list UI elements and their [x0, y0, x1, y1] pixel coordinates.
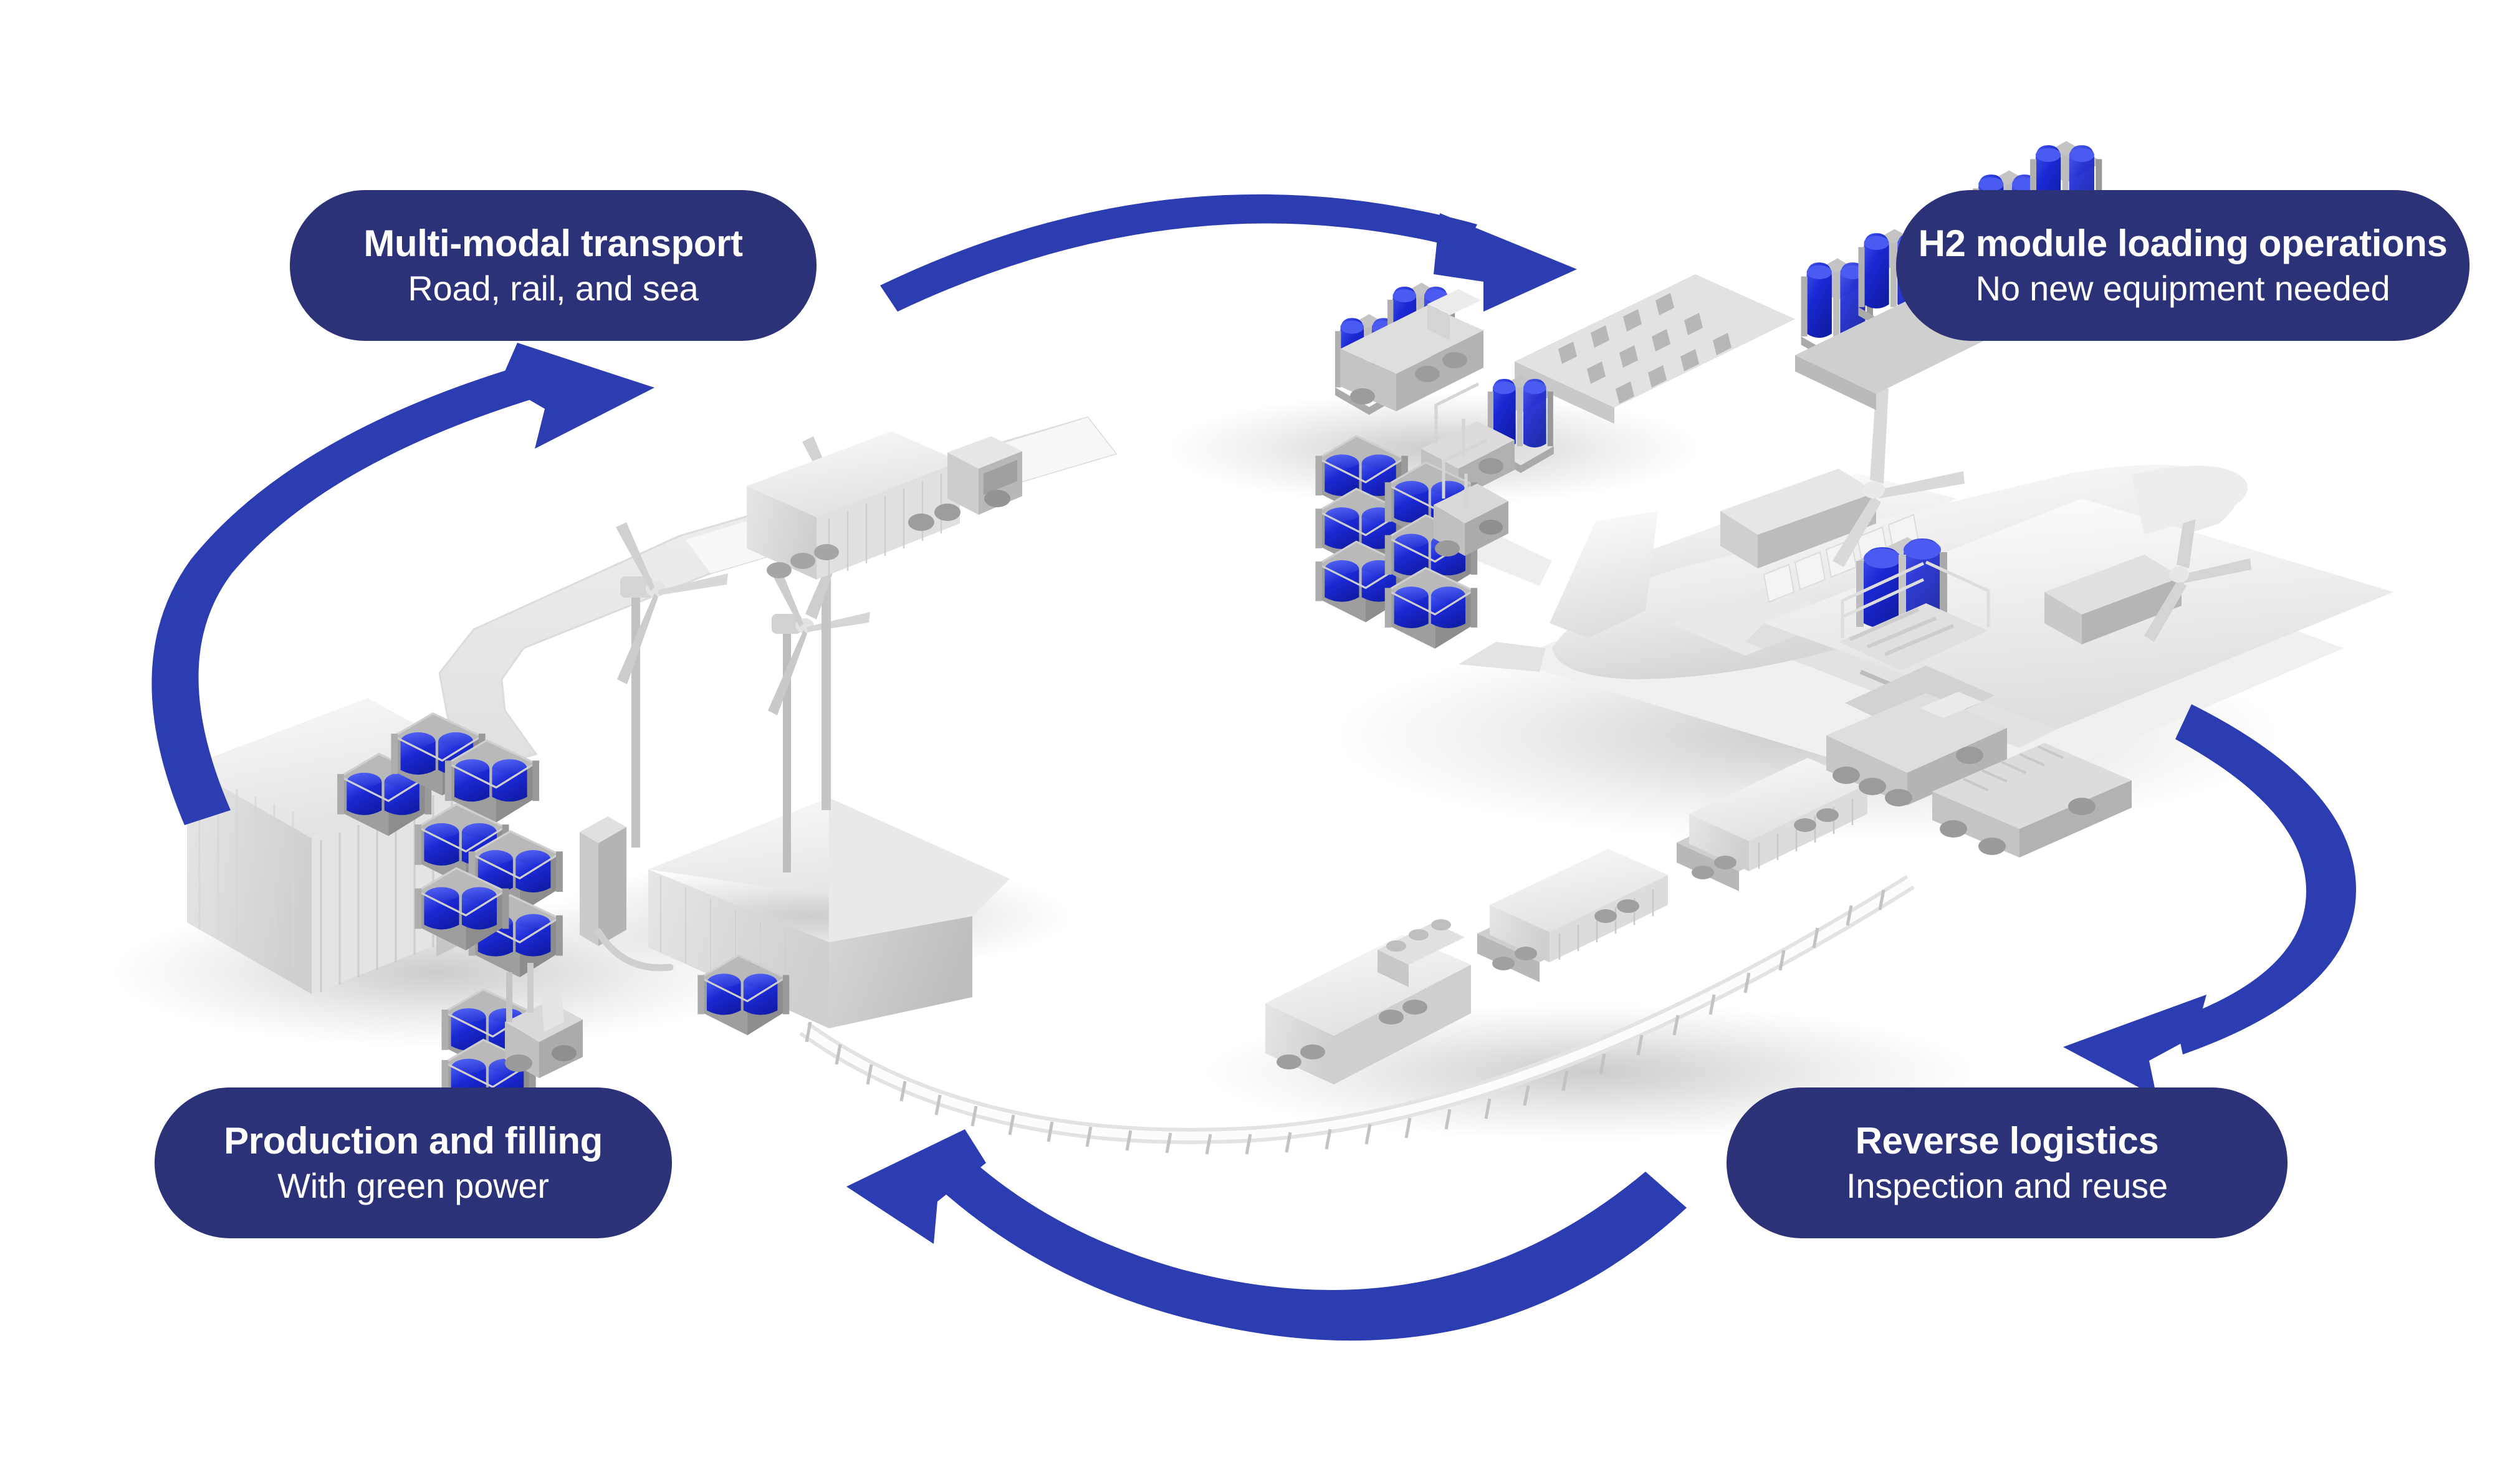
label-reverse-logistics[interactable]: Reverse logistics Inspection and reuse: [1727, 1087, 2288, 1238]
dolly-platform: [1515, 274, 1795, 424]
label-title: Production and filling: [224, 1120, 603, 1162]
label-h2-module-loading-operations[interactable]: H2 module loading operations No new equi…: [1896, 190, 2470, 341]
flatcar-1: [1477, 849, 1668, 982]
apron-truck-modules: [1335, 282, 1483, 415]
label-subtitle: No new equipment needed: [1975, 269, 2390, 308]
engine-nacelle-left: [1720, 386, 1965, 568]
engine-nacelle-right: [2044, 492, 2251, 644]
arrow-production-to-transport: [151, 343, 654, 825]
electrolyzer: [580, 816, 674, 972]
label-subtitle: Road, rail, and sea: [408, 269, 699, 308]
semi-truck: [747, 431, 1022, 580]
label-title: Multi-modal transport: [363, 222, 743, 265]
freight-train: [1265, 758, 1867, 1084]
belt-loader-truck: [1932, 743, 2132, 858]
scissor-lift-loader: [1826, 560, 2007, 806]
label-title: Reverse logistics: [1855, 1120, 2159, 1162]
cycle-arrows: [151, 194, 2356, 1341]
label-title: H2 module loading operations: [1918, 222, 2448, 265]
arrow-loading-to-reverse: [2063, 704, 2356, 1097]
apron-forklift: [1434, 438, 1508, 557]
rail-track: [799, 875, 1915, 1155]
locomotive: [1265, 919, 1471, 1084]
flatcar-2: [1677, 758, 1867, 891]
forklift-container: [505, 963, 583, 1078]
label-subtitle: With green power: [277, 1166, 549, 1206]
label-multi-modal-transport[interactable]: Multi-modal transport Road, rail, and se…: [290, 190, 817, 341]
label-subtitle: Inspection and reuse: [1846, 1166, 2168, 1206]
arrow-transport-to-loading: [880, 194, 1577, 312]
label-production-and-filling[interactable]: Production and filling With green power: [155, 1087, 672, 1238]
arrow-reverse-to-production: [846, 1129, 1687, 1341]
